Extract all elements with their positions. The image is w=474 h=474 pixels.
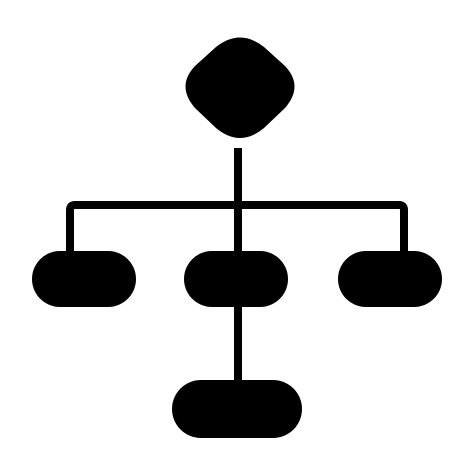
center-process-node: [184, 251, 288, 307]
right-process-node: [338, 251, 442, 307]
connector-lines: [66, 148, 408, 382]
left-process-node: [32, 251, 136, 307]
bottom-process-node: [172, 380, 302, 438]
root-decision-node: [185, 37, 295, 138]
